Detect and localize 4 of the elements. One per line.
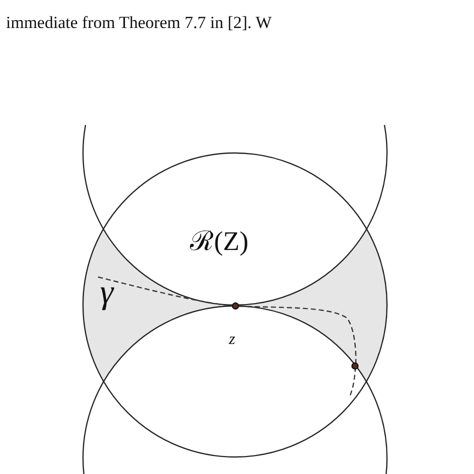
curve-label: γ	[100, 276, 114, 310]
region-label: ℛ(Z)	[190, 228, 248, 255]
body-text: immediate from Theorem 7.7 in [2]. W	[6, 14, 272, 31]
point-label: z	[229, 332, 236, 348]
